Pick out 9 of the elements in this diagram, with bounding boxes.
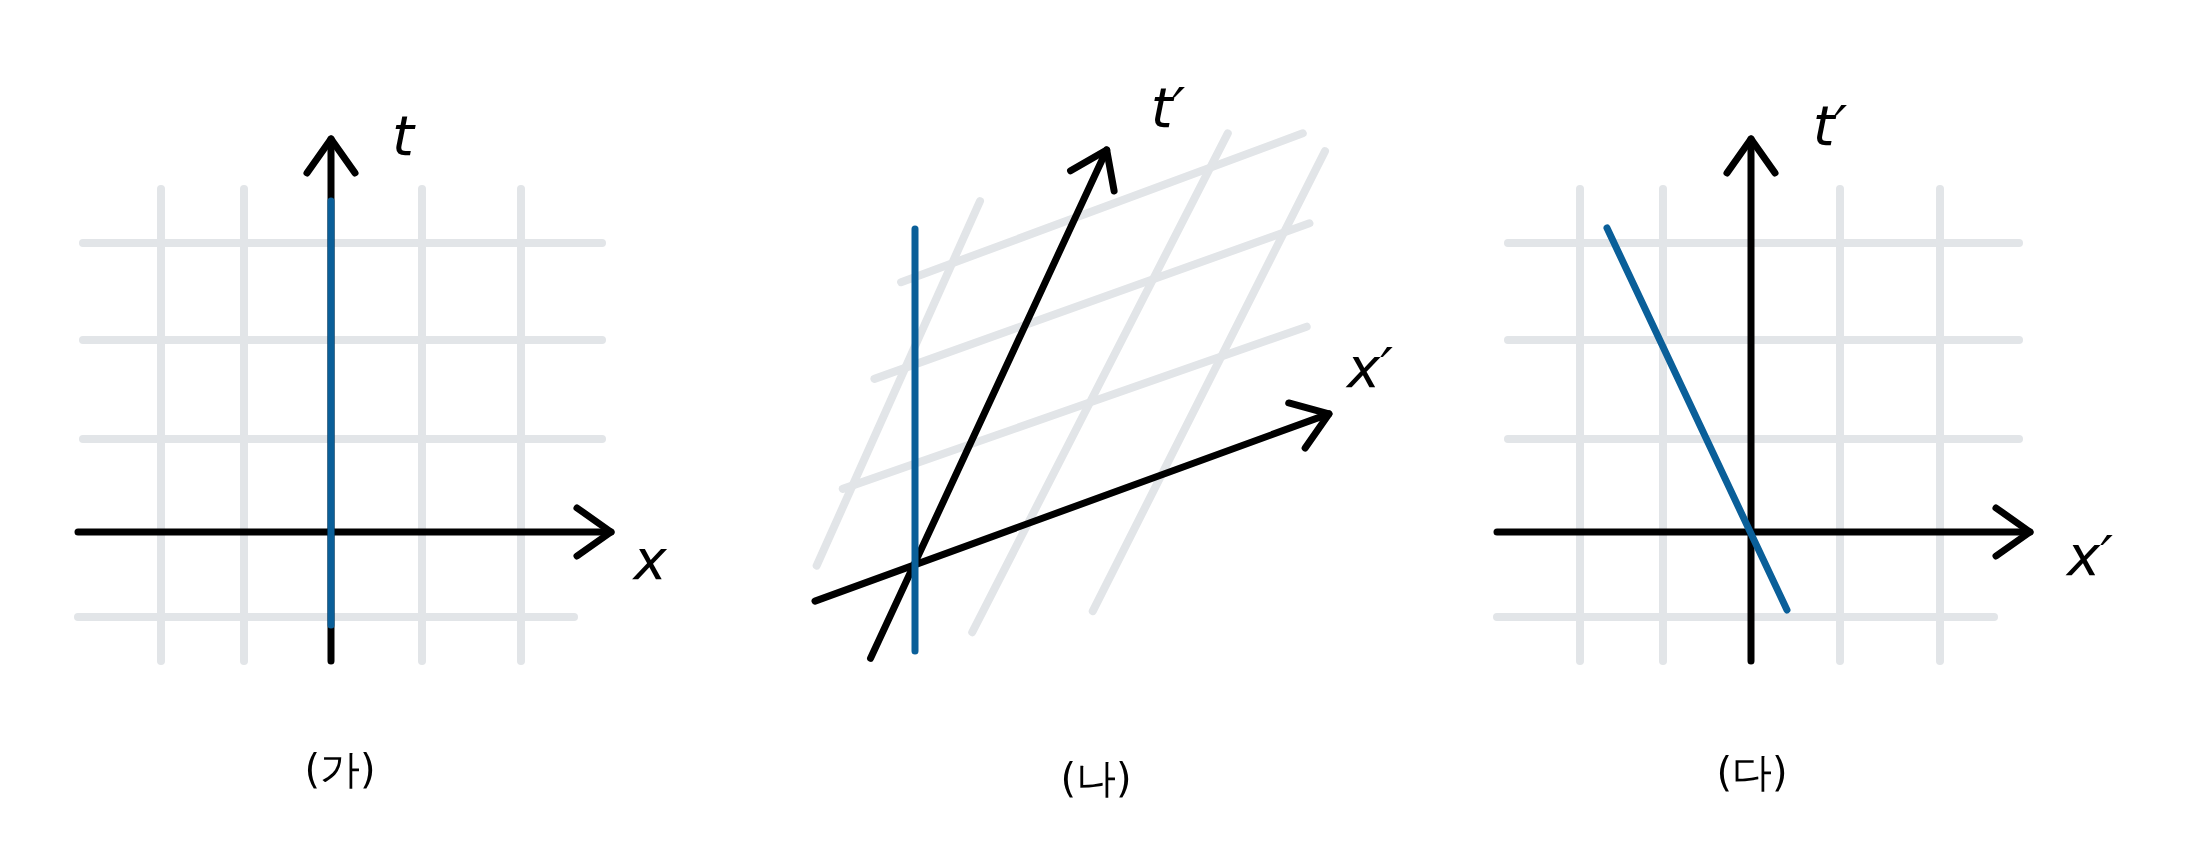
axis-label: t′ — [1812, 98, 1848, 154]
panel-label: (가) — [304, 749, 376, 789]
panel-label: (다) — [1716, 752, 1788, 792]
panel-label: (나) — [1060, 758, 1132, 798]
axis-label: x — [633, 532, 667, 588]
axis-label: t — [392, 108, 414, 164]
axis-label: t′ — [1150, 80, 1186, 136]
axis-label: x′ — [2067, 528, 2113, 584]
axis-label: x′ — [1347, 340, 1393, 396]
